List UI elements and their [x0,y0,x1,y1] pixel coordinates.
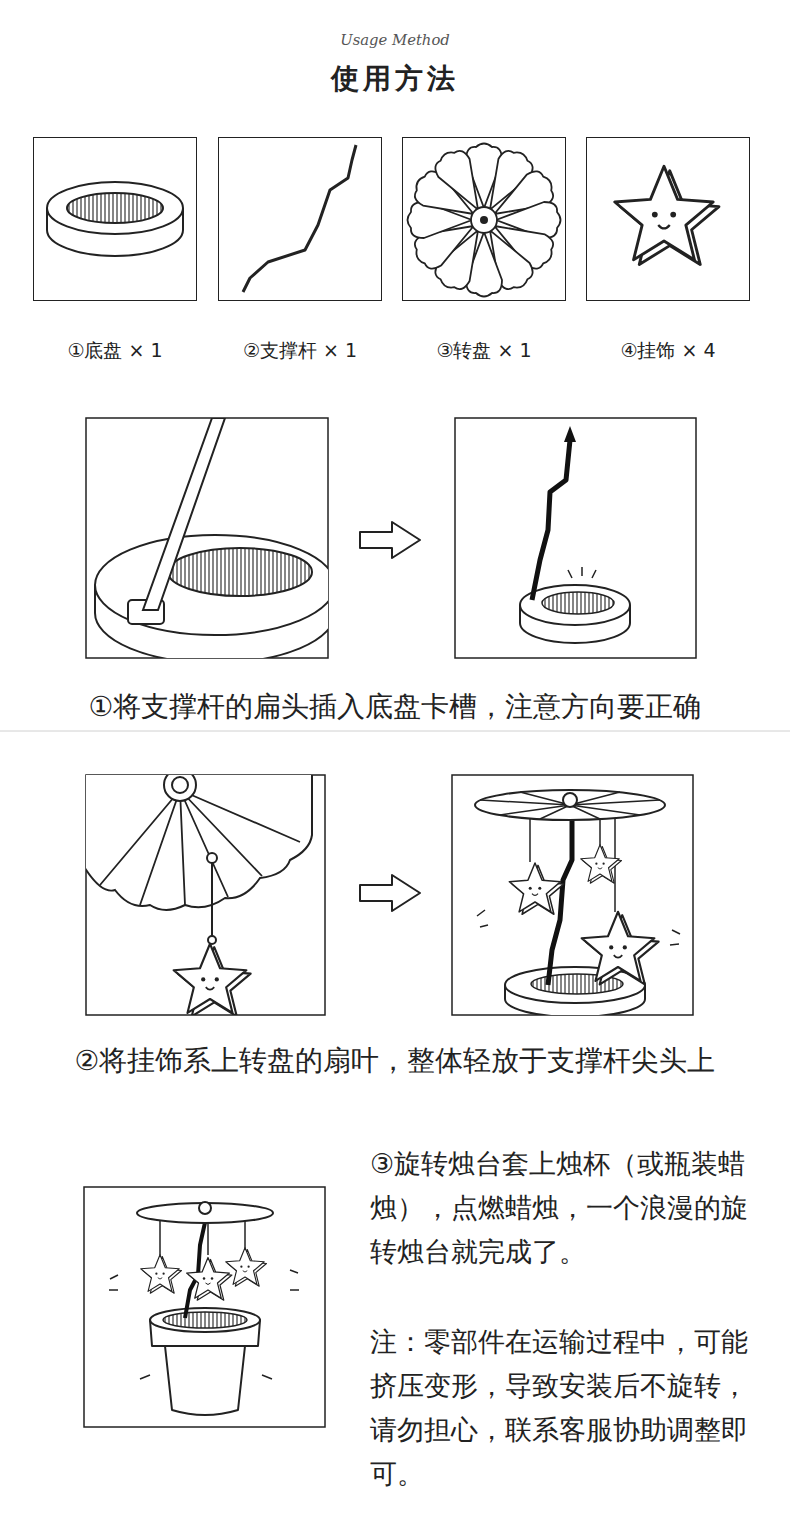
part-box: ②支撑杆 × 1 [218,137,382,301]
note-text: 注：零部件在运输过程中，可能挤压变形，导致安装后不旋转，请勿担心，联系客服协助调… [370,1320,748,1496]
step1-insert [95,418,328,658]
step2-hang [86,775,312,1015]
part-caption: ②支撑杆 × 1 [243,338,357,364]
part-box: ③转盘 × 1 [402,137,566,301]
step-instruction: ①将支撑杆的扁头插入底盘卡槽，注意方向要正确 [0,688,790,726]
support-rod [243,145,356,292]
step1-done [520,426,630,643]
star-ornament [615,166,719,264]
part-box: ①底盘 × 1 [33,137,197,301]
step-instruction: ②将挂饰系上转盘的扇叶，整体轻放于支撑杆尖头上 [0,1042,790,1080]
part-caption: ③转盘 × 1 [436,338,531,364]
subtitle: Usage Method [0,30,790,50]
part-caption: ④挂饰 × 4 [620,338,715,364]
title: 使用方法 [0,60,790,98]
step3-finished [109,1202,299,1415]
part-caption: ①底盘 × 1 [67,338,162,364]
part-box: ④挂饰 × 4 [586,137,750,301]
base-ring [47,182,183,256]
step2-assembled [475,790,680,1015]
turntable [408,144,561,297]
step-instruction: ③旋转烛台套上烛杯（或瓶装蜡烛），点燃蜡烛，一个浪漫的旋转烛台就完成了。 [370,1142,748,1274]
